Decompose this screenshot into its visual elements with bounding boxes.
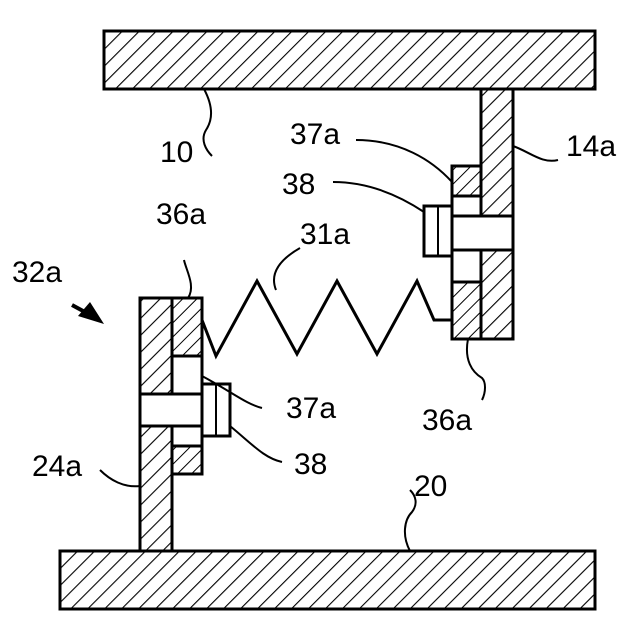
upper-bracket [481, 89, 513, 339]
label-lower-hole: 37a [286, 392, 336, 425]
lower-collar [172, 298, 202, 474]
leader-24a [100, 470, 140, 486]
leader-38-lower [230, 426, 282, 462]
leader-31a [274, 248, 300, 290]
spring [202, 281, 452, 356]
assembly-arrow [72, 302, 104, 324]
leader-38-upper [333, 182, 424, 212]
label-lower-plate: 20 [414, 470, 447, 503]
leader-36a-lower [184, 260, 191, 298]
upper-collar [452, 166, 481, 339]
label-upper-bolt: 38 [282, 168, 315, 201]
label-lower-bolt: 38 [294, 448, 327, 481]
label-assembly: 32a [12, 256, 62, 289]
label-lower-bracket: 24a [32, 450, 82, 483]
label-spring: 31a [300, 218, 350, 251]
leader-37a-upper [356, 140, 452, 182]
upper-plate [104, 31, 595, 89]
label-upper-bracket: 14a [566, 130, 616, 163]
label-upper-plate: 10 [160, 136, 193, 169]
leader-36a-upper [467, 339, 485, 400]
label-upper-hole: 37a [290, 118, 340, 151]
leader-10 [204, 89, 212, 156]
label-lower-collar: 36a [156, 198, 206, 231]
leader-14a [513, 146, 558, 161]
lower-plate [60, 551, 595, 609]
label-upper-collar: 36a [422, 404, 472, 437]
